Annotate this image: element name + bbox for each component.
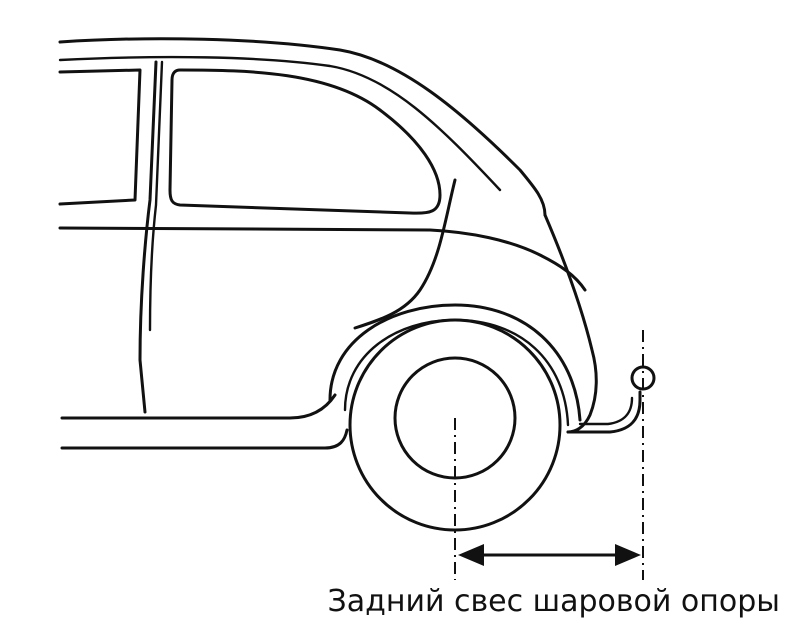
tow-bar-lower [578, 396, 634, 426]
rear-body-profile [543, 213, 598, 434]
overhang-caption: Задний свес шаровой опоры [327, 584, 780, 619]
double-headed-arrow-icon [458, 544, 641, 566]
roof-line [58, 37, 547, 217]
wheel-arch-outer [328, 303, 582, 422]
door-seam-inner [148, 60, 164, 332]
front-window-edge [58, 68, 142, 206]
tire-outer [348, 318, 562, 532]
tow-bar [566, 390, 642, 434]
door-seam [138, 60, 158, 414]
sill-line [60, 393, 337, 420]
lower-sill-line [60, 428, 349, 450]
wheel-arch-inner [343, 318, 570, 427]
belt-line [58, 226, 587, 292]
roof-inner-line [58, 55, 502, 192]
c-pillar-curve [353, 178, 457, 330]
rear-side-window [168, 68, 442, 215]
